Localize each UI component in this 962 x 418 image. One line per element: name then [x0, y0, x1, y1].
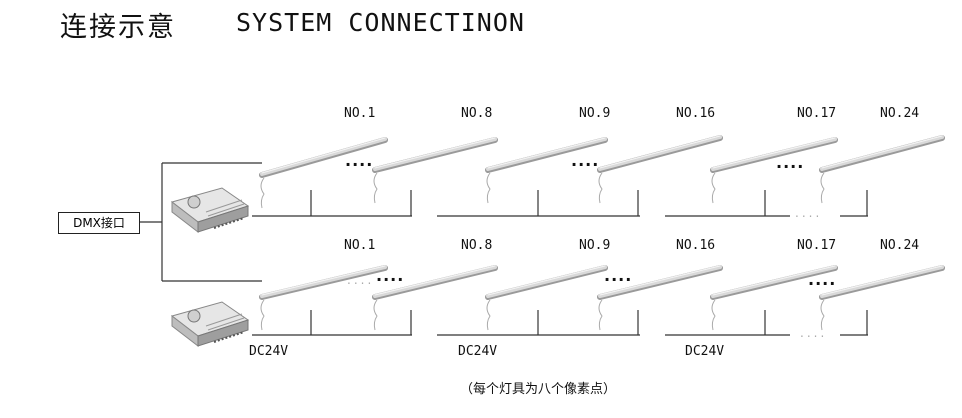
- continuation-dots-light: ....: [800, 326, 828, 340]
- title-chinese: 连接示意: [60, 12, 176, 43]
- fixture-label-r1-4: NO.16: [676, 106, 716, 121]
- bar-cable: [711, 299, 716, 331]
- light-bar-highlight: [712, 265, 836, 296]
- light-bar: [820, 265, 944, 298]
- light-bar: [486, 265, 607, 298]
- bar-cable: [820, 172, 825, 204]
- continuation-dots-light: ....: [347, 273, 375, 287]
- light-bar: [260, 137, 387, 176]
- continuation-dots: ....: [604, 266, 633, 285]
- light-bar-highlight: [261, 137, 386, 174]
- fixture-label-r1-6: NO.24: [880, 106, 920, 121]
- bar-cable: [373, 299, 378, 331]
- light-bar-highlight: [487, 137, 606, 169]
- bar-cable: [486, 299, 491, 331]
- power-label: DC24V: [685, 344, 725, 359]
- continuation-dots-light: ....: [795, 206, 823, 220]
- fixture-label-r2-6: NO.24: [880, 238, 920, 253]
- continuation-dots: ....: [571, 151, 600, 170]
- continuation-dots: ....: [808, 270, 837, 289]
- continuation-dots: ....: [776, 153, 805, 172]
- light-bar-highlight: [821, 265, 943, 296]
- power-label: DC24V: [458, 344, 498, 359]
- fixture-label-r2-5: NO.17: [797, 238, 837, 253]
- light-bar: [373, 137, 497, 171]
- power-supply-icon: [170, 187, 250, 234]
- pixel-note: （每个灯具为八个像素点）: [460, 382, 617, 397]
- bar-cable: [373, 172, 378, 204]
- fixture-label-r2-4: NO.16: [676, 238, 716, 253]
- dmx-interface-box: DMX接口: [58, 212, 140, 234]
- power-supply-icon: [170, 301, 250, 348]
- title-english: SYSTEM CONNECTINON: [236, 8, 525, 37]
- fixture-label-r1-2: NO.8: [461, 106, 493, 121]
- light-bar-highlight: [374, 265, 496, 296]
- fixture-label-r2-1: NO.1: [344, 238, 376, 253]
- light-bar-highlight: [599, 265, 721, 296]
- light-bar: [711, 265, 837, 298]
- fixture-label-r1-5: NO.17: [797, 106, 837, 121]
- light-bar-highlight: [712, 137, 836, 169]
- bar-cable: [260, 177, 265, 209]
- light-bar: [820, 135, 944, 171]
- bar-cable: [598, 172, 603, 204]
- fixture-label-r1-3: NO.9: [579, 106, 611, 121]
- light-bar-highlight: [487, 265, 606, 296]
- bar-cable: [820, 299, 825, 331]
- light-bar-highlight: [261, 265, 386, 296]
- fixture-label-r1-1: NO.1: [344, 106, 376, 121]
- fixture-label-r2-3: NO.9: [579, 238, 611, 253]
- light-bar-highlight: [821, 135, 943, 169]
- power-label: DC24V: [249, 344, 289, 359]
- light-bar: [260, 265, 387, 298]
- bar-cable: [260, 299, 265, 331]
- light-bar: [373, 265, 497, 298]
- fixture-label-r2-2: NO.8: [461, 238, 493, 253]
- bar-cable: [486, 172, 491, 204]
- light-bar: [711, 137, 837, 171]
- continuation-dots: ....: [345, 151, 374, 170]
- light-bar-highlight: [599, 135, 721, 169]
- light-bar: [598, 265, 722, 298]
- light-bar: [486, 137, 607, 171]
- continuation-dots: ....: [376, 266, 405, 285]
- bar-cable: [598, 299, 603, 331]
- light-bar-highlight: [374, 137, 496, 169]
- bar-cable: [711, 172, 716, 204]
- light-bar: [598, 135, 722, 171]
